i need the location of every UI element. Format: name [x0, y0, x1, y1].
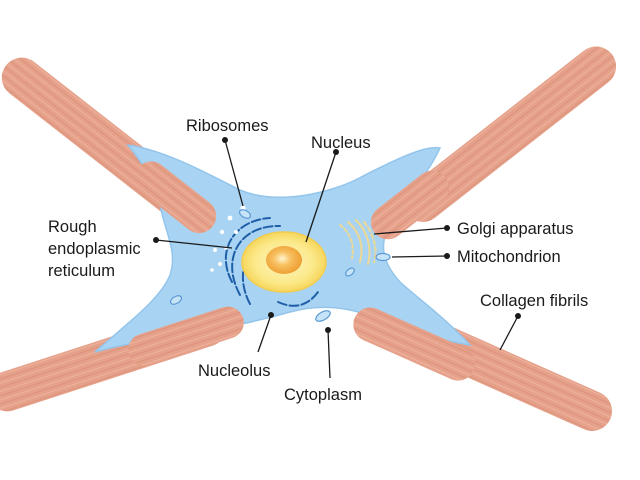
label-rough-er-line2: endoplasmic: [48, 240, 141, 258]
nucleolus-shape: [266, 246, 302, 274]
mitochondria: [169, 209, 391, 322]
collagen-fibrils-foreground: [128, 161, 475, 381]
label-rough-er-line3: reticulum: [48, 262, 115, 280]
label-ribosomes: Ribosomes: [186, 117, 269, 135]
label-mitochondrion: Mitochondrion: [457, 248, 561, 266]
label-collagen-fibrils: Collagen fibrils: [480, 292, 588, 310]
label-nucleolus: Nucleolus: [198, 362, 270, 380]
label-golgi: Golgi apparatus: [457, 220, 574, 238]
leader-lines: [153, 137, 521, 379]
label-rough-er-line1: Rough: [48, 218, 97, 236]
golgi-apparatus: [338, 218, 377, 266]
label-cytoplasm: Cytoplasm: [284, 386, 362, 404]
label-nucleus: Nucleus: [311, 134, 371, 152]
